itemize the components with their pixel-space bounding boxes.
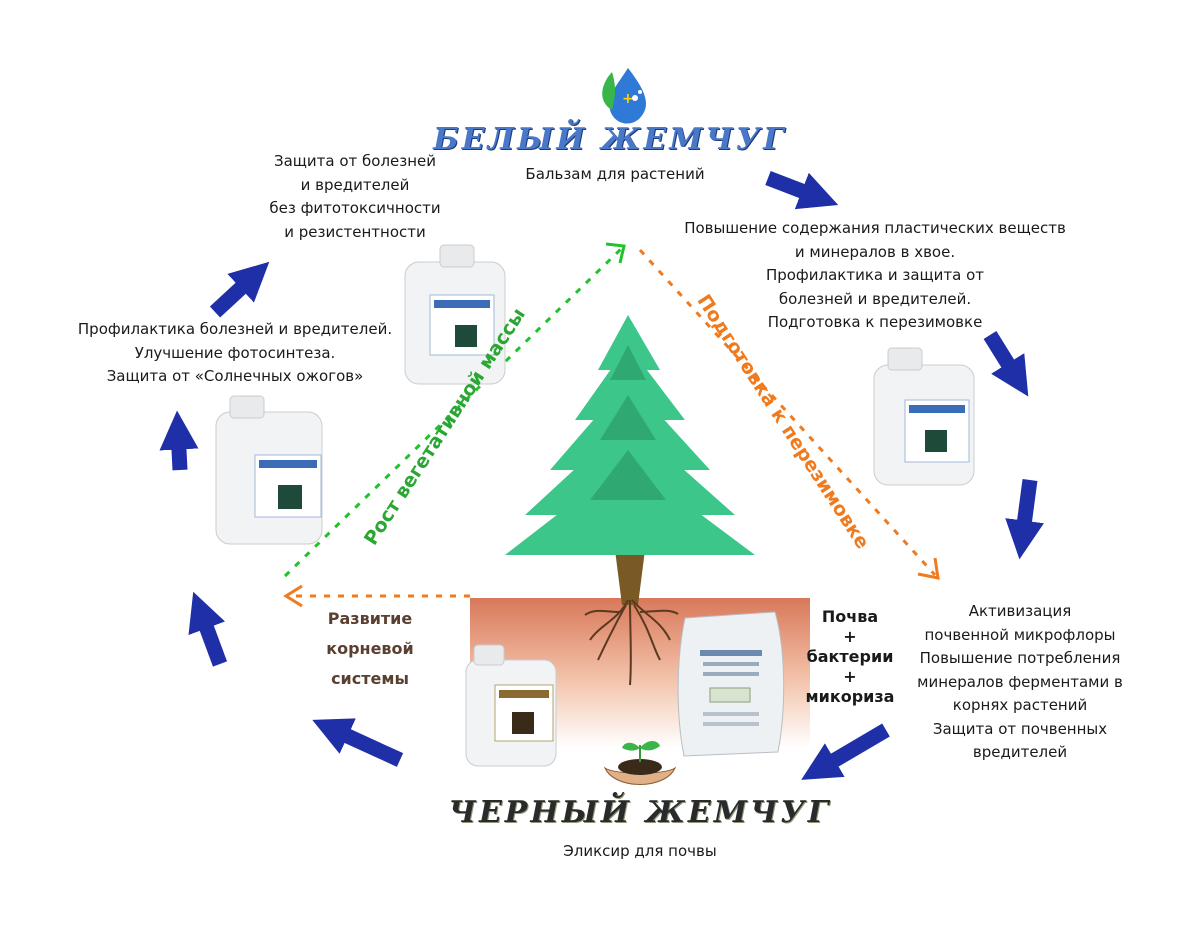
arrow-right-2: [1005, 479, 1044, 560]
canister-right: [873, 347, 975, 486]
arrow-top-right: [765, 170, 839, 210]
tree-roots: [584, 599, 679, 686]
fertilizer-bag: [677, 611, 785, 757]
arrow-bottom-left: [312, 718, 404, 767]
brand-bottom-title: ЧЕРНЫЙ ЖЕМЧУГ: [448, 795, 832, 830]
canister-left: [215, 395, 323, 545]
brand-top-title: БЕЛЫЙ ЖЕМЧУГ: [433, 122, 787, 157]
soil-line: микориза: [805, 687, 895, 706]
arrow-left-2: [159, 410, 199, 471]
arrow-bottom-right: [801, 723, 890, 780]
arrow-top-left: [209, 261, 270, 318]
green-arrowhead: [605, 242, 626, 264]
orange-arrowhead-right: [917, 557, 940, 580]
brand-top-subtitle: Бальзам для растений: [525, 165, 705, 183]
text-bottom-right: Активизация почвенной микрофлоры Повышен…: [917, 602, 1123, 761]
soil-plus: +: [843, 627, 857, 646]
orange-dashed-top: [638, 248, 937, 577]
soil-line: Почва: [821, 607, 879, 626]
canister-bottom: [465, 644, 557, 767]
text-mid-left: Профилактика болезней и вредителей. Улуч…: [77, 320, 393, 385]
arrow-right-1: [983, 331, 1029, 397]
soil-line: бактерии: [806, 647, 894, 666]
brand-bottom-subtitle: Эликсир для почвы: [563, 842, 717, 860]
soil-composition-label: Почва + бактерии + микориза: [800, 605, 900, 709]
root-development-label: Развитие корневой системы: [326, 609, 414, 688]
fir-tree: [505, 315, 755, 605]
text-top-left: Защита от болезней и вредителей без фито…: [269, 152, 441, 241]
svg-text:+: +: [622, 91, 634, 107]
hands-sprout-icon: [603, 741, 677, 785]
logo-icon: +: [602, 68, 647, 124]
soil-plus: +: [843, 667, 857, 686]
text-top-right: Повышение содержания пластических вещест…: [684, 219, 1066, 331]
arrow-left-1: [188, 591, 228, 667]
cycle-arrows: [159, 170, 1044, 780]
canister-top-left: [404, 244, 506, 385]
orange-arrowhead-left: [283, 584, 303, 608]
